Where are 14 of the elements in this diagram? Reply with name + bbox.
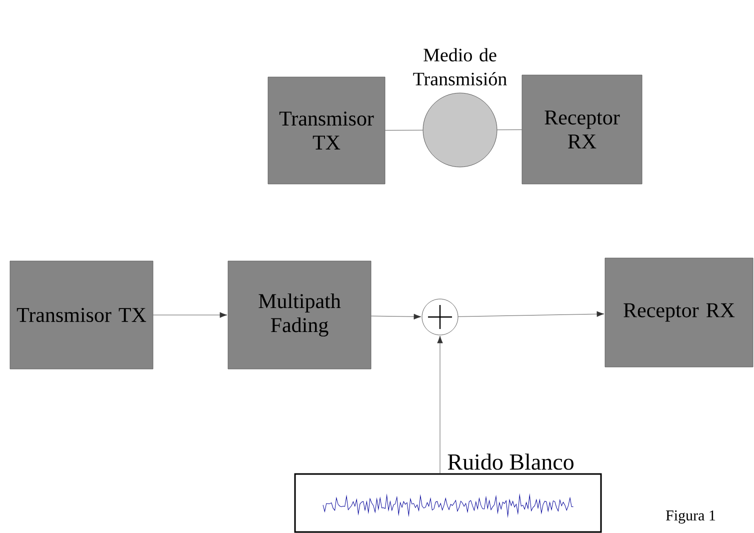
arrow [458,311,604,317]
block-box: Transmisor TX [10,260,154,370]
arrow [371,314,422,320]
figure-caption: Figura 1 [666,510,716,524]
sum-junction [422,298,458,336]
block-box: Transmisor TX [268,76,386,184]
arrow [153,312,228,318]
arrow [437,336,443,474]
noise-box [294,473,602,533]
heading: Ruido Blanco [448,454,574,470]
block-box: Receptor RX [522,74,642,184]
node-label: Medio de Transmisión [413,48,507,86]
block-box: Receptor RX [604,258,754,368]
block-box: Multipath Fading [228,260,372,370]
